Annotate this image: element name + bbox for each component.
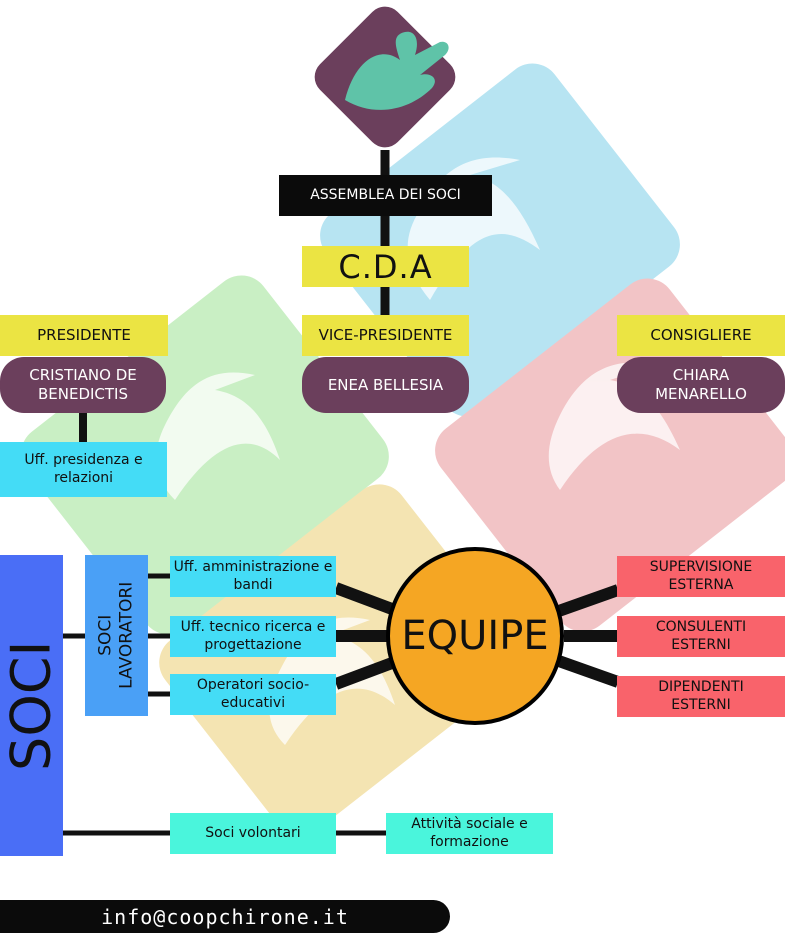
email-label: info@coopchirone.it xyxy=(101,904,349,929)
office-operatori-label: Operatori socio-educativi xyxy=(196,677,310,711)
presidente-name: CRISTIANO DE BENEDICTIS xyxy=(29,366,137,403)
presidency-office-box: Uff. presidenza e relazioni xyxy=(0,442,167,497)
soci-label: SOCI xyxy=(0,640,63,771)
office-amministrazione-box: Uff. amministrazione e bandi xyxy=(170,556,336,597)
cda-box: C.D.A xyxy=(302,246,469,287)
consigliere-role-box: CONSIGLIERE xyxy=(617,315,785,356)
hand-icon xyxy=(345,31,449,110)
external-consulenti-box: CONSULENTI ESTERNI xyxy=(617,616,785,657)
email-link[interactable]: info@coopchirone.it xyxy=(0,900,450,933)
external-dipendenti-box: DIPENDENTI ESTERNI xyxy=(617,676,785,717)
volunteer-activity-label: Attività sociale e formazione xyxy=(411,816,528,850)
external-supervisione-label: SUPERVISIONE ESTERNA xyxy=(649,559,753,593)
presidency-office-label: Uff. presidenza e relazioni xyxy=(24,452,143,486)
assemblea-box: ASSEMBLEA DEI SOCI xyxy=(279,175,492,216)
volunteers-label: Soci volontari xyxy=(205,824,301,841)
presidente-role-box: PRESIDENTE xyxy=(0,315,168,356)
soci-lavoratori-box: SOCI LAVORATORI xyxy=(85,555,148,716)
cda-label: C.D.A xyxy=(338,247,433,286)
equipe-label: EQUIPE xyxy=(401,613,549,659)
external-consulenti-label: CONSULENTI ESTERNI xyxy=(655,619,747,653)
consigliere-name: CHIARA MENARELLO xyxy=(655,366,747,403)
consigliere-name-pill: CHIARA MENARELLO xyxy=(617,357,785,413)
office-tecnico-box: Uff. tecnico ricerca e progettazione xyxy=(170,616,336,657)
presidente-name-pill: CRISTIANO DE BENEDICTIS xyxy=(0,357,166,413)
volunteer-activity-box: Attività sociale e formazione xyxy=(386,813,553,854)
external-dipendenti-label: DIPENDENTI ESTERNI xyxy=(658,679,744,713)
vice-role-box: VICE-PRESIDENTE xyxy=(302,315,469,356)
presidente-role: PRESIDENTE xyxy=(37,326,131,345)
soci-box: SOCI xyxy=(0,555,63,856)
soci-lavoratori-label: SOCI LAVORATORI xyxy=(95,581,137,690)
external-supervisione-box: SUPERVISIONE ESTERNA xyxy=(617,556,785,597)
vice-name: ENEA BELLESIA xyxy=(327,375,444,394)
assemblea-label: ASSEMBLEA DEI SOCI xyxy=(310,186,461,203)
vice-role: VICE-PRESIDENTE xyxy=(318,326,453,345)
consigliere-role: CONSIGLIERE xyxy=(650,326,752,345)
office-tecnico-label: Uff. tecnico ricerca e progettazione xyxy=(180,619,326,653)
office-operatori-box: Operatori socio-educativi xyxy=(170,674,336,715)
equipe-circle: EQUIPE xyxy=(386,547,564,725)
hand-icon-pink xyxy=(548,362,680,490)
vice-name-pill: ENEA BELLESIA xyxy=(302,357,469,413)
volunteers-box: Soci volontari xyxy=(170,813,336,854)
hand-icon-green xyxy=(156,372,280,500)
office-amministrazione-label: Uff. amministrazione e bandi xyxy=(173,559,333,593)
